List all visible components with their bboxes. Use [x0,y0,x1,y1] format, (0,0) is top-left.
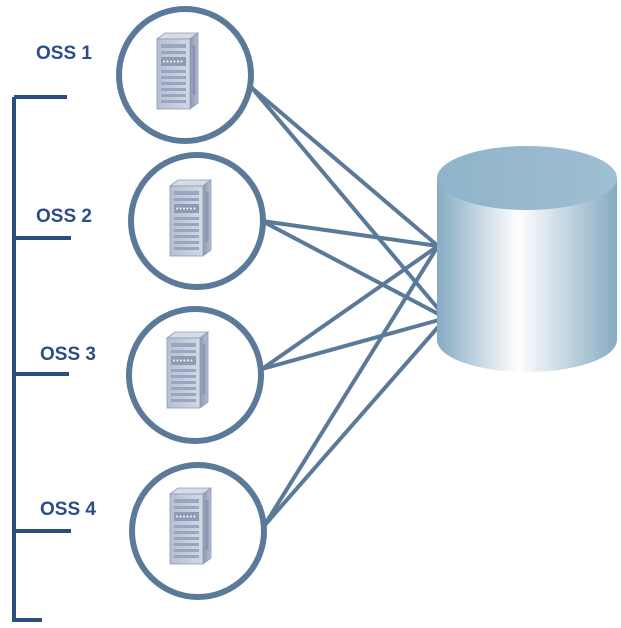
link-oss4-a [262,244,440,528]
link-oss4-b [262,316,448,528]
server-icon [169,487,212,565]
server-icon [166,331,209,409]
link-oss1-b [250,86,448,320]
server-icon [156,32,199,110]
oss-label: OSS 4 [40,499,96,520]
server-icon [169,179,212,257]
link-oss2-b [260,219,448,320]
server-node-oss-4: OSS 4 [40,462,267,600]
link-oss2-a [260,219,440,248]
oss-label: OSS 2 [36,206,92,227]
link-oss3-b [260,316,448,371]
oss-label: OSS 1 [36,43,92,64]
oss-label: OSS 3 [40,344,96,365]
server-node-oss-2: OSS 2 [36,152,266,290]
bracket [12,95,71,622]
link-oss1-a [250,86,440,248]
server-node-oss-3: OSS 3 [40,306,264,444]
link-oss3-a [260,244,440,371]
connections [250,86,448,528]
server-node-oss-1: OSS 1 [36,6,254,144]
storage-cylinder-icon [437,146,617,372]
